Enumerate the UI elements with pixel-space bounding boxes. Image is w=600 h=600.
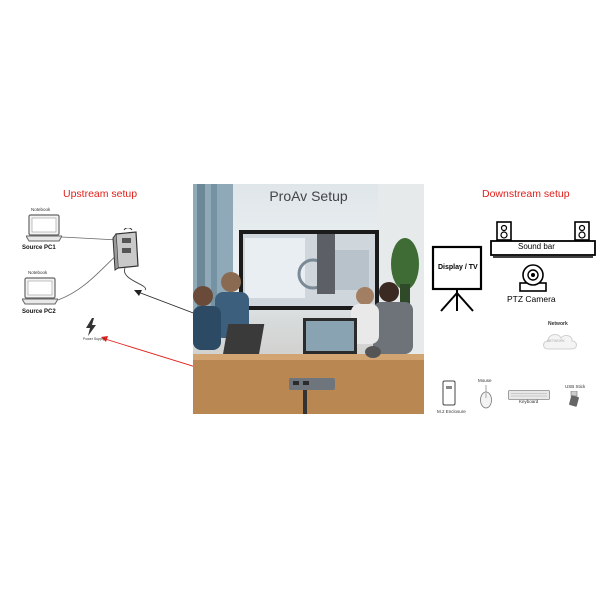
pc2-label: Source PC2 [22, 309, 56, 315]
m2-enclosure-label: M.2 Enclosure [437, 409, 466, 414]
downstream-title: Downstream setup [482, 188, 570, 200]
sound-bar-label: Sound bar [518, 242, 555, 251]
sound-bar-icon [489, 220, 597, 260]
ptz-camera-icon [518, 263, 548, 293]
mouse-icon [479, 385, 493, 409]
network-label: Network [548, 321, 568, 327]
power-supply-caption: Power Supply [83, 337, 105, 341]
switch-output-cable [124, 267, 146, 291]
meeting-room-photo: ProAv Setup [193, 184, 424, 414]
power-supply-icon [84, 318, 98, 336]
hub-arrow-head [134, 290, 142, 296]
ptz-camera-label: PTZ Camera [507, 294, 556, 304]
power-arrow-head [101, 336, 108, 342]
upstream-title: Upstream setup [63, 188, 138, 200]
usb-stick-icon [568, 390, 580, 407]
notebook-icon [21, 277, 59, 307]
pc1-label: Source PC1 [22, 245, 56, 251]
network-cloud-icon [540, 329, 580, 353]
pc1-caption: Notebook [31, 207, 51, 212]
notebook-icon [25, 214, 63, 244]
display-tv-icon [431, 245, 483, 313]
kvm-switch-icon [110, 227, 142, 272]
display-tv-label: Display / TV [438, 264, 478, 271]
keyboard-icon [508, 387, 550, 400]
keyboard-label: Keyboard [519, 399, 539, 404]
network-cloud-text: NETWORK [547, 339, 565, 343]
pc2-caption: Notebook [28, 270, 48, 275]
proav-title: ProAv Setup [269, 188, 348, 204]
usb-stick-label: USB Stick [565, 384, 586, 389]
pc1-cable [61, 236, 119, 241]
mouse-label: Mouse [478, 378, 492, 383]
m2-enclosure-icon [442, 380, 456, 406]
